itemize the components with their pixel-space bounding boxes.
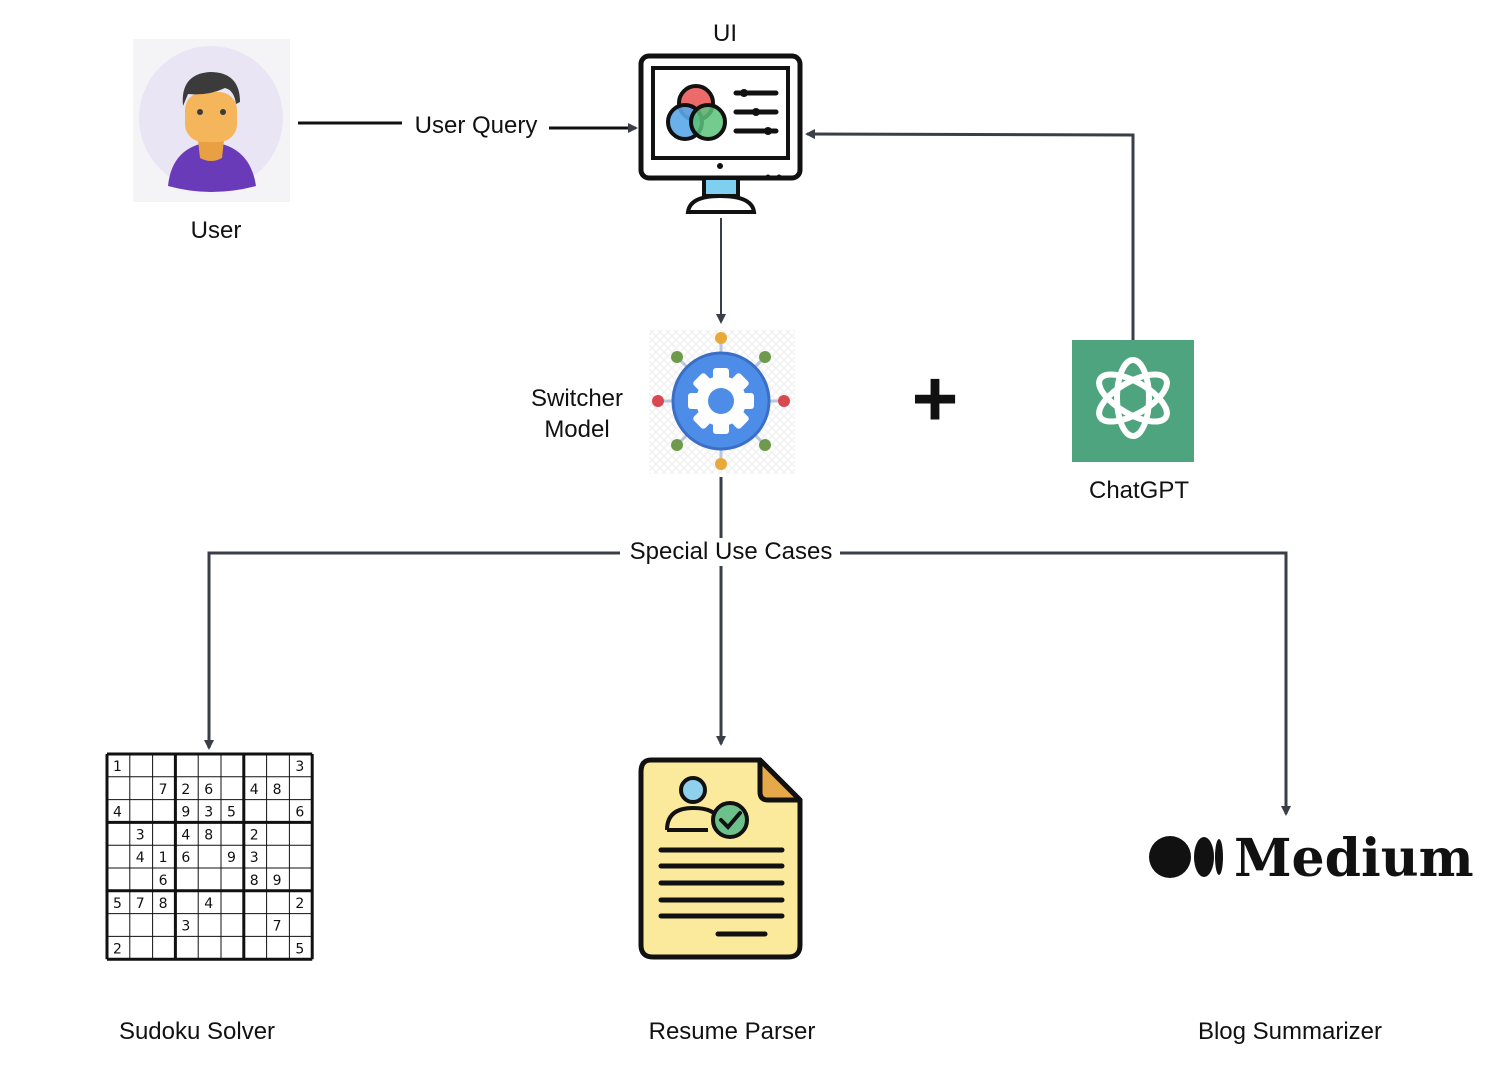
sudoku-cell-digit: 3 (181, 919, 190, 935)
chatgpt-label: ChatGPT (1089, 477, 1189, 504)
switcher-label-line2: Model (544, 416, 609, 443)
chatgpt-node: ChatGPT (1072, 340, 1194, 504)
sudoku-cell-digit: 8 (273, 782, 282, 798)
sudoku-cell-digit: 3 (250, 850, 259, 866)
user-avatar-icon (133, 39, 290, 202)
sudoku-cell-digit: 3 (295, 759, 304, 775)
sudoku-cell-digit: 7 (136, 896, 145, 912)
connectors (204, 121, 1291, 816)
sudoku-cell-digit: 5 (113, 896, 122, 912)
sudoku-cell-digit: 5 (227, 805, 236, 821)
sudoku-cell-digit: 4 (204, 896, 213, 912)
switcher-label-line1: Switcher (531, 385, 623, 412)
sudoku-cell-digit: 5 (295, 941, 304, 957)
chatgpt-to-ui-arrow (805, 129, 1135, 340)
resume-document-icon (638, 757, 803, 960)
blog-node: Medium Blog Summarizer (1149, 828, 1474, 1045)
medium-logo-icon: Medium (1149, 828, 1474, 889)
sudoku-cell-digit: 9 (227, 850, 236, 866)
sudoku-cell-digit: 7 (273, 919, 282, 935)
sudoku-cell-digit: 4 (113, 805, 122, 821)
sudoku-cell-digit: 6 (159, 873, 168, 889)
sudoku-cell-digit: 2 (295, 896, 304, 912)
switcher-node: Switcher Model (531, 330, 795, 474)
sudoku-cell-digit: 8 (204, 827, 213, 843)
sudoku-cell-digit: 3 (204, 805, 213, 821)
sudoku-cell-digit: 7 (159, 782, 168, 798)
sudoku-cell-digit: 8 (250, 873, 259, 889)
branch-to-blog-arrow (840, 551, 1291, 816)
sudoku-cell-digit: 8 (159, 896, 168, 912)
branch-to-sudoku-arrow (204, 551, 620, 750)
sudoku-background (107, 754, 313, 960)
ui-label: UI (713, 20, 737, 47)
sudoku-cell-digit: 6 (295, 805, 304, 821)
sudoku-cell-digit: 4 (250, 782, 259, 798)
blog-label: Blog Summarizer (1198, 1018, 1382, 1045)
sudoku-cell-digit: 9 (181, 805, 190, 821)
sudoku-cell-digit: 2 (113, 941, 122, 957)
gear-network-icon (649, 330, 795, 474)
sudoku-cell-digit: 3 (136, 827, 145, 843)
ui-node: UI (638, 20, 803, 214)
sudoku-cell-digit: 6 (181, 850, 190, 866)
sudoku-cell-digit: 4 (136, 850, 145, 866)
sudoku-label: Sudoku Solver (119, 1018, 275, 1045)
sudoku-cell-digit: 9 (273, 873, 282, 889)
resume-label: Resume Parser (649, 1018, 816, 1045)
resume-node: Resume Parser (638, 757, 816, 1045)
user-node: User (133, 39, 290, 244)
special-use-cases-label: Special Use Cases (630, 538, 833, 565)
sudoku-cell-digit: 6 (204, 782, 213, 798)
monitor-icon (638, 53, 803, 214)
openai-logo-icon (1072, 340, 1194, 462)
plus-sign: + (912, 354, 959, 443)
sudoku-cell-digit: 4 (181, 827, 190, 843)
user-query-label: User Query (415, 112, 538, 139)
user-label: User (191, 217, 242, 244)
sudoku-cell-digit: 1 (113, 759, 122, 775)
sudoku-cell-digit: 2 (181, 782, 190, 798)
sudoku-cell-digit: 1 (159, 850, 168, 866)
sudoku-cell-digit: 2 (250, 827, 259, 843)
medium-wordmark: Medium (1234, 828, 1474, 889)
